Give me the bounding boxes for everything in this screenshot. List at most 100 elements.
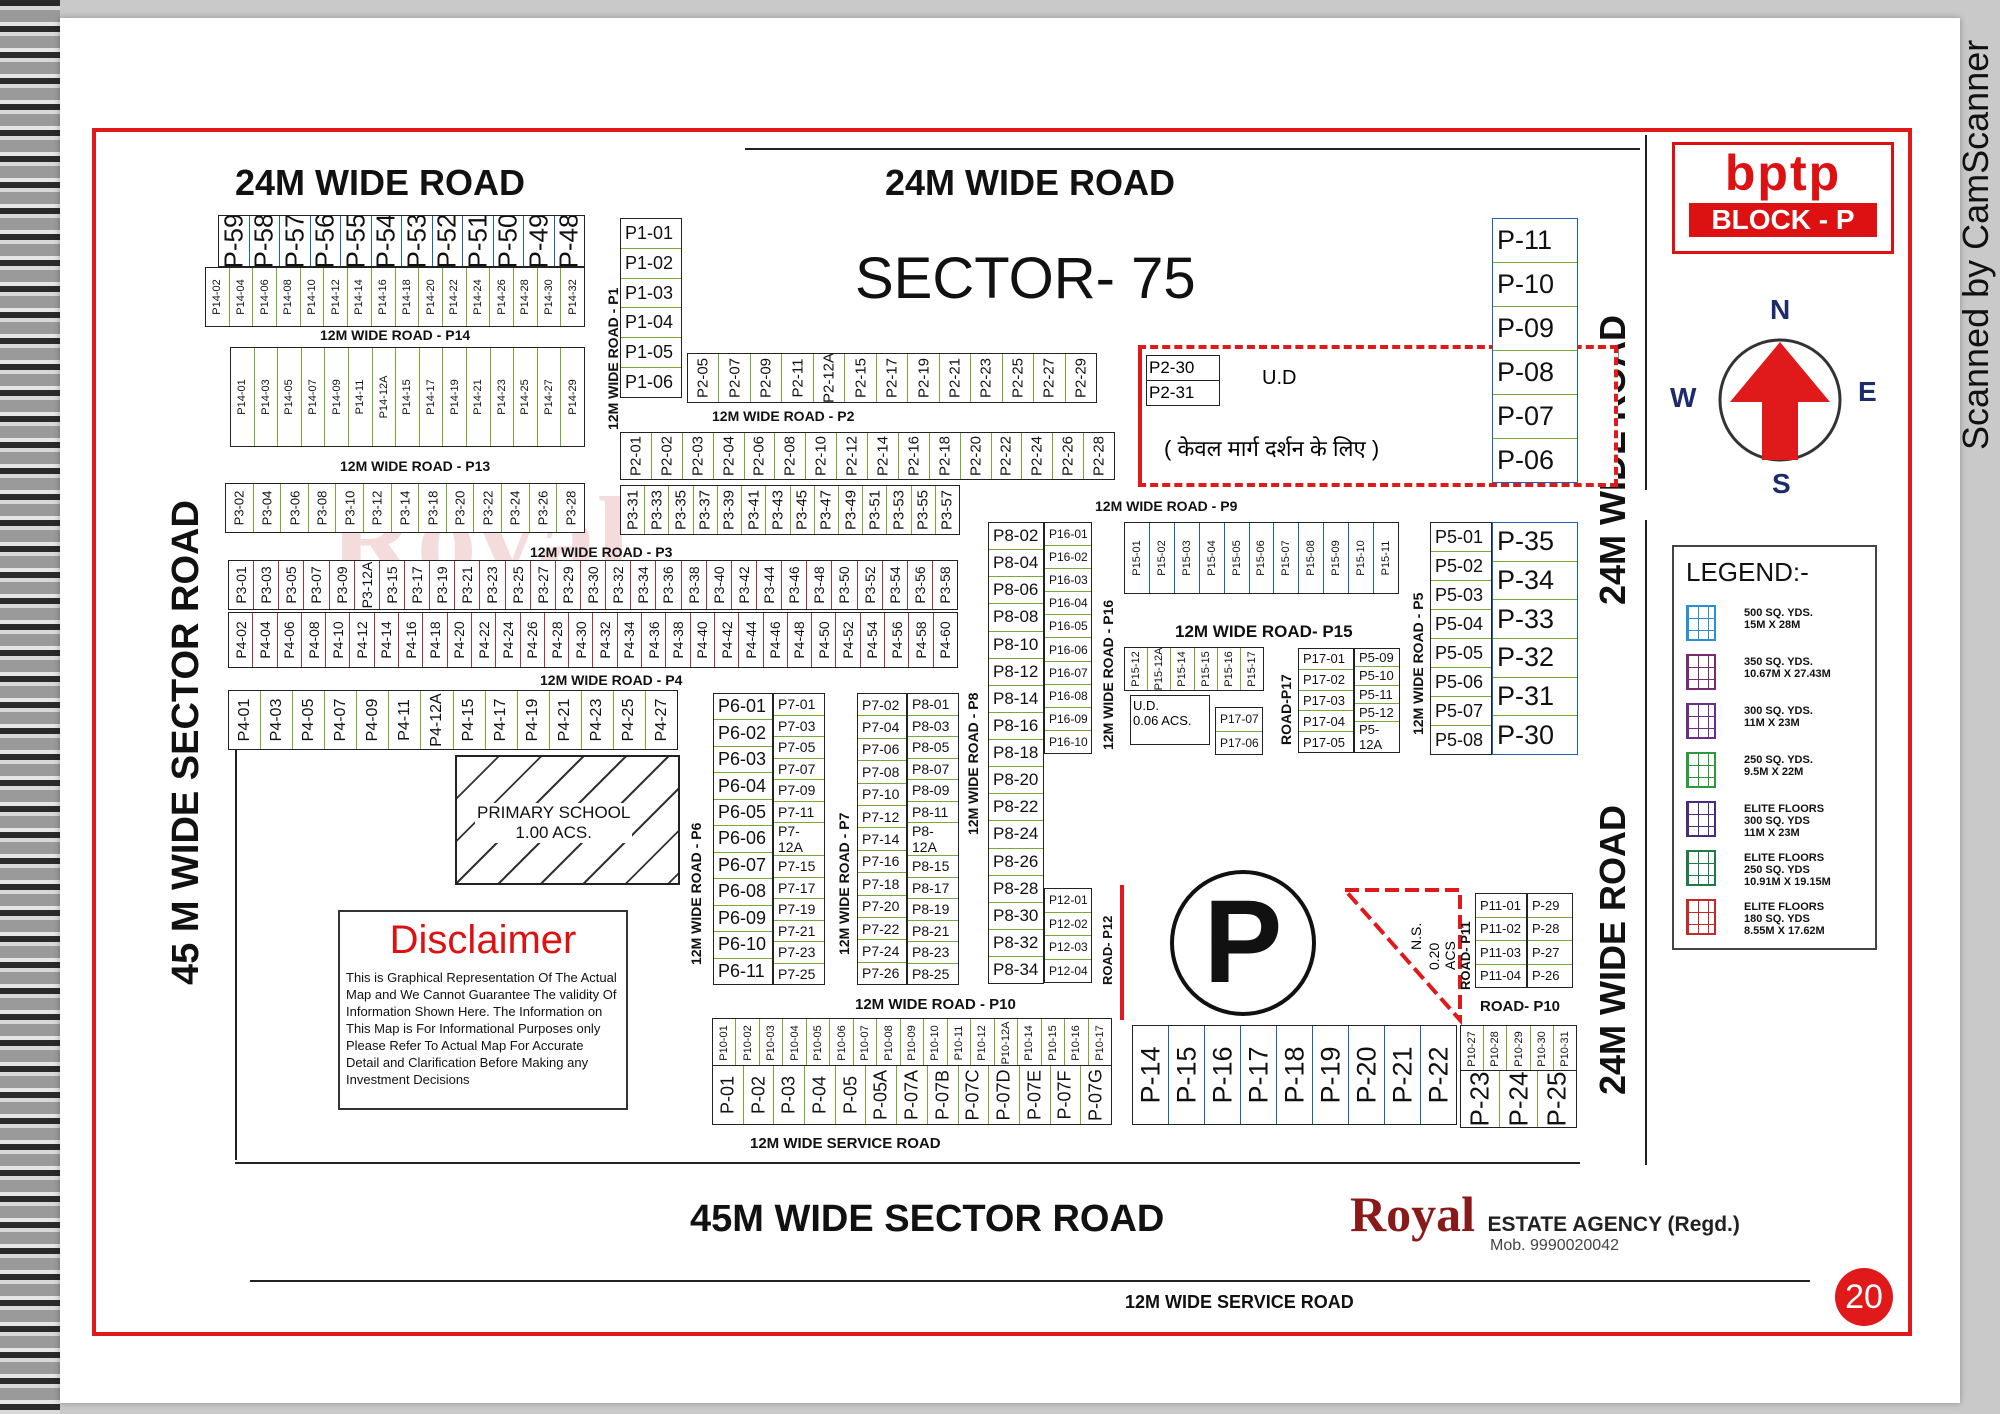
plot[interactable]: P4-17 xyxy=(486,691,518,749)
plot[interactable]: P7-02 xyxy=(858,694,906,717)
plot[interactable]: P-22 xyxy=(1421,1026,1456,1124)
plot[interactable]: P6-09 xyxy=(714,906,772,933)
plot[interactable]: P15-14 xyxy=(1171,648,1195,690)
plot[interactable]: P-10 xyxy=(1493,263,1577,307)
plot[interactable]: P8-21 xyxy=(908,921,958,942)
plot[interactable]: P1-06 xyxy=(625,372,674,393)
plot[interactable]: P17-01 xyxy=(1299,649,1353,670)
plot[interactable]: P3-06 xyxy=(281,484,309,532)
plot[interactable]: P7-24 xyxy=(858,940,906,963)
plot[interactable]: P4-10 xyxy=(326,613,351,667)
plot[interactable]: P3-08 xyxy=(309,484,337,532)
plot[interactable]: P3-28 xyxy=(557,484,584,532)
plot[interactable]: P8-24 xyxy=(989,821,1043,849)
plot[interactable]: P4-34 xyxy=(618,613,643,667)
plot[interactable]: P-17 xyxy=(1241,1026,1277,1124)
plot[interactable]: P3-26 xyxy=(530,484,558,532)
plot[interactable]: P7-11 xyxy=(774,802,824,823)
plot[interactable]: P16-08 xyxy=(1045,685,1091,708)
plot[interactable]: P8-15 xyxy=(908,856,958,878)
plot[interactable]: P3-51 xyxy=(863,486,888,534)
plot[interactable]: P7-10 xyxy=(858,784,906,806)
plot[interactable]: P16-04 xyxy=(1045,592,1091,616)
plot[interactable]: P14-12A xyxy=(373,348,397,446)
plot[interactable]: P14-22 xyxy=(443,268,467,326)
plot[interactable]: P-55 xyxy=(341,216,372,266)
plot[interactable]: P7-25 xyxy=(778,965,816,982)
plot[interactable]: P14-29 xyxy=(561,348,584,446)
plot[interactable]: P3-29 xyxy=(556,561,581,609)
plot[interactable]: P6-06 xyxy=(714,826,772,853)
plot[interactable]: P14-19 xyxy=(443,348,467,446)
plot[interactable]: P2-23 xyxy=(971,354,1003,402)
plot[interactable]: P4-58 xyxy=(909,613,934,667)
plot[interactable]: P-09 xyxy=(1493,307,1577,351)
plot[interactable]: P3-43 xyxy=(766,486,791,534)
plot[interactable]: P7-14 xyxy=(858,828,906,851)
plot[interactable]: P11-01 xyxy=(1476,894,1526,918)
plot[interactable]: P7-22 xyxy=(858,918,906,941)
plot[interactable]: P-21 xyxy=(1385,1026,1421,1124)
plot[interactable]: P14-21 xyxy=(467,348,491,446)
plot[interactable]: P10-04 xyxy=(783,1019,807,1067)
plot[interactable]: P4-40 xyxy=(691,613,715,667)
plot[interactable]: P3-34 xyxy=(631,561,657,609)
plot[interactable]: P-04 xyxy=(805,1066,836,1124)
plot[interactable]: P4-05 xyxy=(293,691,326,749)
plot[interactable]: P3-36 xyxy=(656,561,682,609)
plot[interactable]: P10-10 xyxy=(924,1019,948,1067)
plot[interactable]: P3-33 xyxy=(645,486,670,534)
plot[interactable]: P4-28 xyxy=(545,613,570,667)
plot[interactable]: P3-04 xyxy=(254,484,282,532)
plot[interactable]: P14-05 xyxy=(278,348,302,446)
plot[interactable]: P4-24 xyxy=(496,613,521,667)
plot[interactable]: P4-08 xyxy=(302,613,327,667)
plot[interactable]: P17-06 xyxy=(1220,735,1259,750)
plot[interactable]: P7-03 xyxy=(774,716,824,737)
plot[interactable]: P12-02 xyxy=(1045,913,1091,936)
plot[interactable]: P2-05 xyxy=(688,354,720,402)
plot[interactable]: P-57 xyxy=(280,216,311,266)
plot[interactable]: P-26 xyxy=(1532,968,1560,984)
plot[interactable]: P-58 xyxy=(250,216,280,266)
plot[interactable]: P1-04 xyxy=(621,308,681,339)
plot[interactable]: P-32 xyxy=(1493,639,1577,678)
plot[interactable]: P10-15 xyxy=(1042,1019,1066,1067)
plot[interactable]: P10-11 xyxy=(948,1019,972,1067)
plot[interactable]: P3-19 xyxy=(430,561,456,609)
plot[interactable]: P6-10 xyxy=(714,932,772,959)
plot[interactable]: P3-12 xyxy=(364,484,392,532)
plot[interactable]: P7-18 xyxy=(858,873,906,896)
plot[interactable]: P4-42 xyxy=(715,613,740,667)
plot[interactable]: P-27 xyxy=(1528,941,1572,965)
plot[interactable]: P3-03 xyxy=(254,561,280,609)
plot[interactable]: P16-10 xyxy=(1049,734,1088,749)
plot[interactable]: P14-10 xyxy=(301,268,325,326)
plot[interactable]: P-03 xyxy=(774,1066,806,1124)
plot[interactable]: P1-05 xyxy=(621,338,681,369)
plot[interactable]: P3-44 xyxy=(757,561,783,609)
plot[interactable]: P5-06 xyxy=(1431,668,1491,697)
plot[interactable]: P7-12A xyxy=(774,823,824,856)
plot[interactable]: P3-38 xyxy=(682,561,707,609)
plot[interactable]: P5-08 xyxy=(1435,729,1484,750)
plot[interactable]: P4-50 xyxy=(812,613,837,667)
plot[interactable]: P15-11 xyxy=(1374,523,1398,593)
plot[interactable]: P15-15 xyxy=(1195,648,1218,690)
plot[interactable]: P10-09 xyxy=(901,1019,925,1067)
plot[interactable]: P10-31 xyxy=(1554,1026,1576,1072)
plot[interactable]: P7-05 xyxy=(774,737,824,759)
plot[interactable]: P2-21 xyxy=(940,354,972,402)
plot[interactable]: P5-02 xyxy=(1431,552,1491,581)
plot[interactable]: P14-20 xyxy=(419,268,443,326)
plot[interactable]: P14-28 xyxy=(514,268,538,326)
plot[interactable]: P10-05 xyxy=(807,1019,831,1067)
plot[interactable]: P2-01 xyxy=(621,433,652,479)
plot[interactable]: P-02 xyxy=(744,1066,775,1124)
plot[interactable]: P10-02 xyxy=(736,1019,760,1067)
plot[interactable]: P6-05 xyxy=(714,800,772,827)
plot[interactable]: P7-20 xyxy=(858,896,906,918)
plot[interactable]: P16-02 xyxy=(1045,546,1091,570)
plot[interactable]: P8-07 xyxy=(908,759,958,780)
plot[interactable]: P2-12A xyxy=(814,354,846,402)
